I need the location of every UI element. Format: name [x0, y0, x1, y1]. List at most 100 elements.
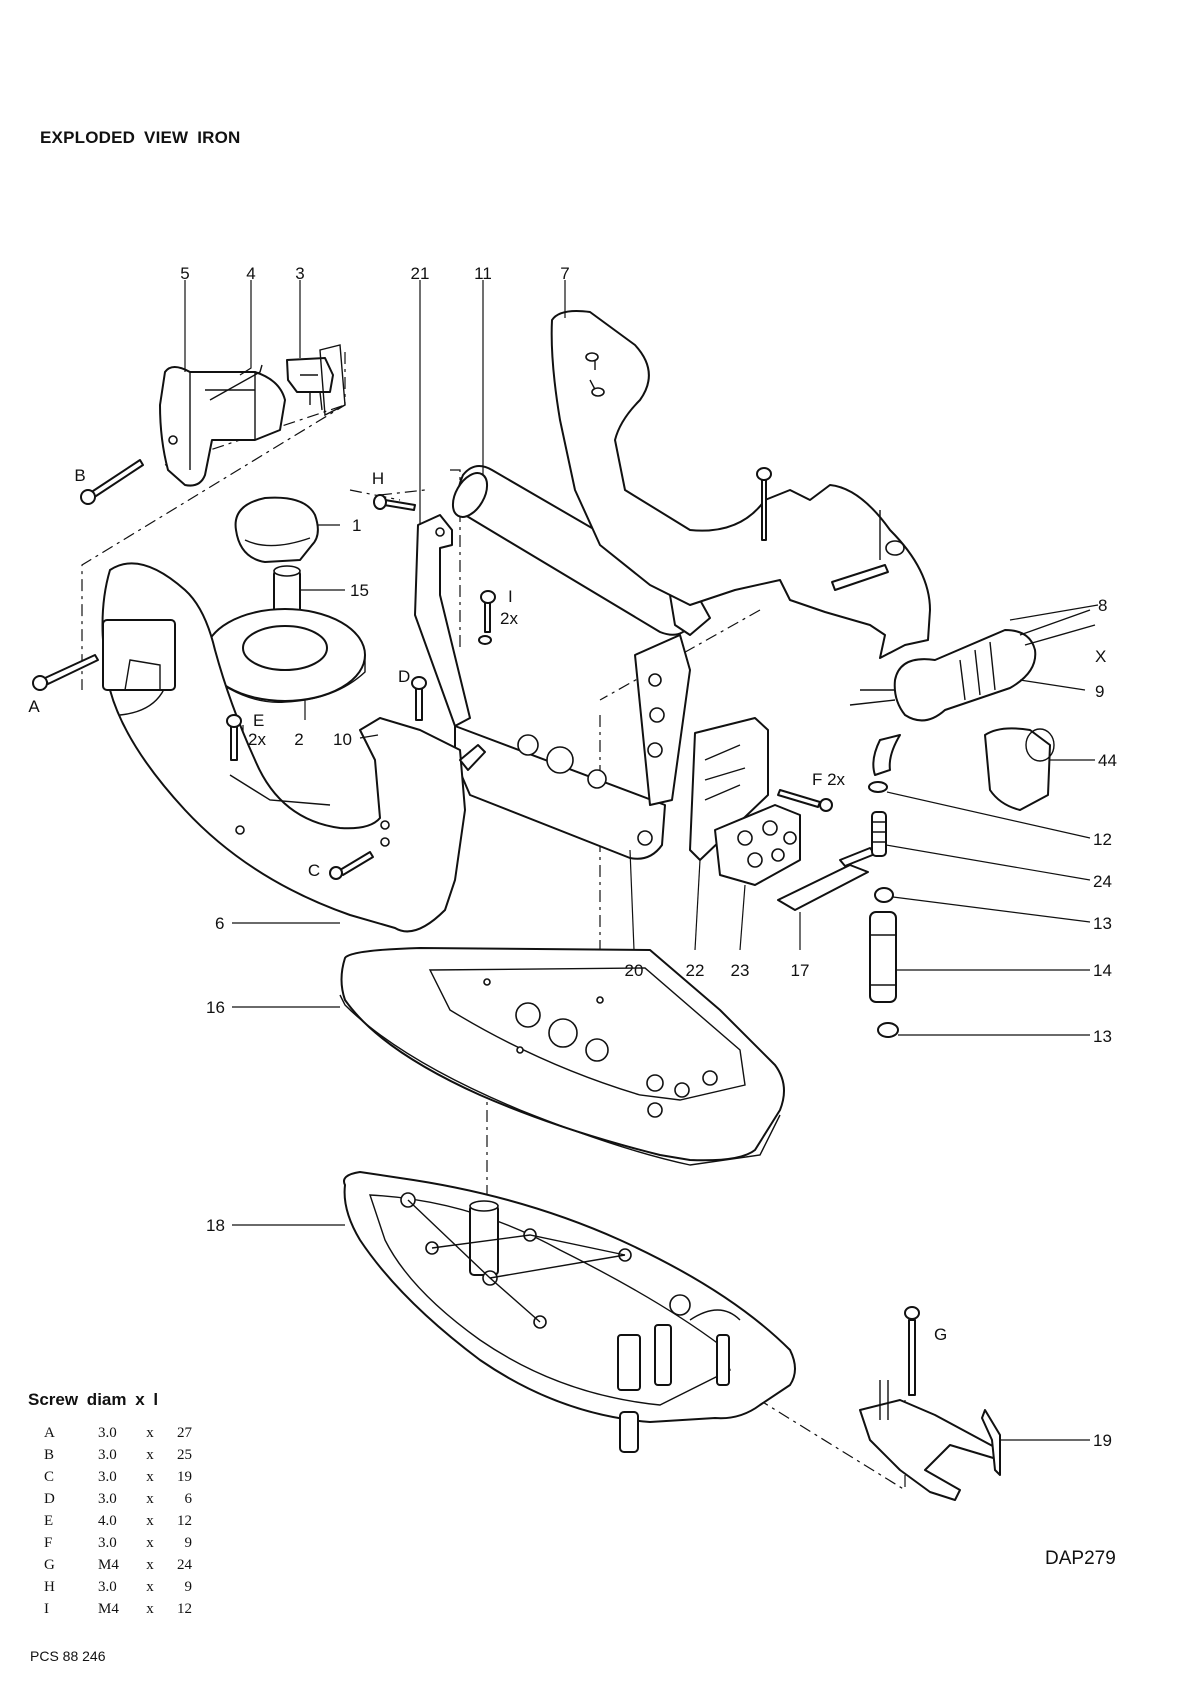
- screw-diam-cell: 3.0: [98, 1532, 138, 1554]
- screw-d-icon: [412, 677, 426, 720]
- screw-letter-cell: B: [28, 1444, 98, 1466]
- screw-len-cell: 12: [162, 1510, 192, 1532]
- label-11: 11: [474, 264, 492, 283]
- label-13-upper: 13: [1093, 914, 1112, 933]
- label-22: 22: [686, 961, 705, 980]
- screw-x-cell: x: [138, 1422, 162, 1444]
- clip-part-12: [869, 782, 887, 792]
- label-2: 2: [294, 730, 303, 749]
- ring-part-44: [985, 728, 1054, 810]
- label-23: 23: [731, 961, 750, 980]
- screw-diam-cell: 3.0: [98, 1466, 138, 1488]
- screw-b-icon: [81, 460, 143, 504]
- label-screw-i: I: [508, 587, 513, 606]
- pcs-code: PCS 88 246: [30, 1648, 106, 1664]
- screw-x-cell: x: [138, 1532, 162, 1554]
- bracket-part-20: [455, 635, 690, 859]
- screw-x-cell: x: [138, 1444, 162, 1466]
- screw-x-cell: x: [138, 1576, 162, 1598]
- screw-letter-cell: G: [28, 1554, 98, 1576]
- label-screw-g: G: [934, 1325, 947, 1344]
- tube-part-14: [870, 912, 896, 1002]
- label-screw-e-2x: 2x: [248, 730, 266, 749]
- screw-letter-cell: A: [28, 1422, 98, 1444]
- screw-a-icon: [33, 655, 98, 690]
- screw-letter-cell: C: [28, 1466, 98, 1488]
- label-44: 44: [1098, 751, 1117, 770]
- screw-g-icon: [905, 1307, 919, 1395]
- screw-letter-cell: D: [28, 1488, 98, 1510]
- label-screw-a: A: [28, 697, 40, 716]
- screw-len-cell: 9: [162, 1532, 192, 1554]
- label-5: 5: [180, 264, 189, 283]
- label-screw-f: F 2x: [812, 770, 846, 789]
- label-4: 4: [246, 264, 255, 283]
- bracket-part-21: [415, 515, 470, 726]
- soleplate-part-18: [344, 1172, 795, 1452]
- clip-part-13-upper: [875, 888, 893, 902]
- handle-part-7: [552, 311, 930, 658]
- screw-f-icon: [778, 790, 832, 811]
- screw-letter-cell: I: [28, 1598, 98, 1620]
- label-13-lower: 13: [1093, 1027, 1112, 1046]
- screw-len-cell: 12: [162, 1598, 192, 1620]
- screw-diam-cell: 3.0: [98, 1444, 138, 1466]
- label-screw-d: D: [398, 667, 410, 686]
- screw-h-icon: [374, 495, 415, 510]
- rear-cover-part-5: [160, 367, 285, 486]
- screw-diam-cell: M4: [98, 1598, 138, 1620]
- thermostat-part-19: [860, 1380, 1000, 1500]
- screw-letter-cell: E: [28, 1510, 98, 1532]
- label-screw-h: H: [372, 469, 384, 488]
- screw-diam-cell: 3.0: [98, 1422, 138, 1444]
- label-14: 14: [1093, 961, 1112, 980]
- label-21: 21: [411, 264, 430, 283]
- clip-part-13-lower: [878, 1023, 898, 1037]
- screw-x-cell: x: [138, 1554, 162, 1576]
- cover-plate-part-16: [340, 948, 784, 1165]
- label-20: 20: [625, 961, 644, 980]
- screw-diam-cell: M4: [98, 1554, 138, 1576]
- label-24: 24: [1093, 872, 1112, 891]
- screw-len-cell: 27: [162, 1422, 192, 1444]
- label-screw-e: E: [253, 711, 264, 730]
- screw-x-cell: x: [138, 1598, 162, 1620]
- screw-diam-cell: 3.0: [98, 1488, 138, 1510]
- screw-letter-cell: H: [28, 1576, 98, 1598]
- label-17: 17: [791, 961, 810, 980]
- label-1: 1: [352, 516, 361, 535]
- ring-part-2: [205, 609, 365, 702]
- label-screw-i-2x: 2x: [500, 609, 518, 628]
- label-screw-c: C: [308, 861, 320, 880]
- label-15: 15: [350, 581, 369, 600]
- screw-len-cell: 9: [162, 1576, 192, 1598]
- screw-diam-cell: 4.0: [98, 1510, 138, 1532]
- label-screw-b: B: [74, 466, 85, 485]
- screw-len-cell: 24: [162, 1554, 192, 1576]
- label-12: 12: [1093, 830, 1112, 849]
- screw-i-icon: [479, 591, 495, 644]
- label-10: 10: [333, 730, 352, 749]
- label-9: 9: [1095, 682, 1104, 701]
- spring-part-24: [872, 812, 886, 856]
- label-18: 18: [206, 1216, 225, 1235]
- screw-x-cell: x: [138, 1510, 162, 1532]
- label-16: 16: [206, 998, 225, 1017]
- screw-diam-cell: 3.0: [98, 1576, 138, 1598]
- knob-part-1: [236, 498, 318, 562]
- screw-len-cell: 19: [162, 1466, 192, 1488]
- label-7: 7: [560, 264, 569, 283]
- label-x: X: [1095, 647, 1106, 666]
- screw-x-cell: x: [138, 1466, 162, 1488]
- drawing-reference-code: DAP279: [1045, 1548, 1116, 1570]
- screw-x-cell: x: [138, 1488, 162, 1510]
